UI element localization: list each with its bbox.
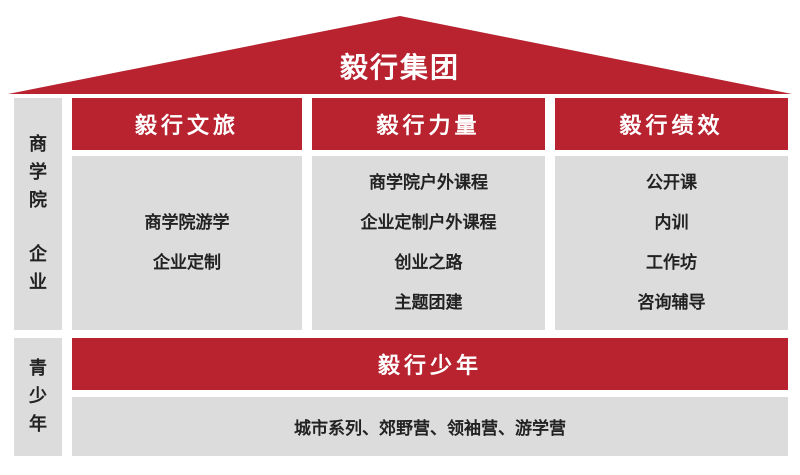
column-body-travel: 商学院游学 企业定制 <box>72 156 302 330</box>
side-char: 院 <box>29 190 47 211</box>
side-char: 青 <box>29 358 47 379</box>
column-body-performance: 公开课 内训 工作坊 咨询辅导 <box>555 156 788 330</box>
side-char: 企 <box>29 244 47 265</box>
side-char: 商 <box>29 134 47 155</box>
side-char: 少 <box>29 386 47 407</box>
youth-body: 城市系列、郊野营、领袖营、游学营 <box>72 397 788 456</box>
list-item: 企业定制 <box>153 253 221 273</box>
list-item: 主题团建 <box>394 293 463 313</box>
group-title: 毅行集团 <box>339 51 460 84</box>
side-char: 年 <box>29 414 47 435</box>
column-body-power: 商学院户外课程 企业定制户外课程 创业之路 主题团建 <box>312 156 545 330</box>
side-char: 业 <box>29 272 47 293</box>
side-label-business: 商 学 院 企 业 <box>14 98 62 330</box>
list-item: 企业定制户外课程 <box>360 213 497 233</box>
list-item: 内训 <box>654 213 689 233</box>
roof-shape <box>8 16 792 94</box>
list-item: 公开课 <box>646 173 697 193</box>
list-item: 商学院游学 <box>144 213 230 233</box>
list-item: 创业之路 <box>394 253 463 273</box>
youth-items: 城市系列、郊野营、领袖营、游学营 <box>294 419 566 439</box>
list-item: 商学院户外课程 <box>369 173 488 193</box>
side-char: 学 <box>29 162 47 183</box>
column-header-performance: 毅行绩效 <box>555 98 788 150</box>
column-header-power: 毅行力量 <box>312 98 545 150</box>
youth-header: 毅行少年 <box>72 338 788 390</box>
column-header-travel: 毅行文旅 <box>72 98 302 150</box>
side-label-youth: 青 少 年 <box>14 338 62 456</box>
list-item: 咨询辅导 <box>637 293 706 313</box>
list-item: 工作坊 <box>646 253 697 273</box>
